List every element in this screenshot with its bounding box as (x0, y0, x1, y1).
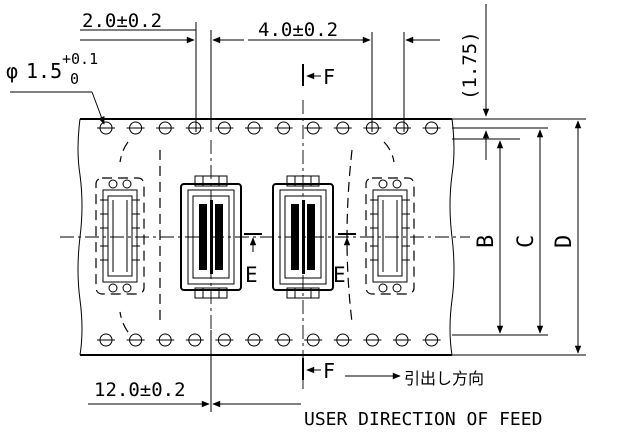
dim-hole-diameter (10, 91, 105, 125)
hole-dia-tol-upper: +0.1 (62, 50, 98, 68)
section-e-left-label: E (245, 263, 258, 287)
section-e-left-mark (244, 233, 262, 252)
feed-direction-japanese: 引出し方向 (404, 369, 484, 388)
section-f-bottom-mark (302, 358, 401, 380)
pocket-outline-left-2 (119, 141, 129, 163)
section-f-top-mark (302, 64, 321, 86)
hole-dia-value: 1.5 (26, 59, 62, 83)
dim-pitch-small (80, 22, 244, 132)
dim-width-b-label: B (474, 235, 499, 248)
section-f-top-label: F (323, 65, 335, 89)
section-f-bottom-label: F (323, 359, 335, 383)
hole-dia-tol-lower: 0 (70, 70, 79, 88)
dim-width-c-label: C (514, 235, 539, 248)
pocket-outline-left-3 (119, 311, 129, 333)
dim-component-pitch (88, 330, 301, 412)
hole-dia-symbol: φ (6, 59, 18, 83)
sprocket-holes-bottom (97, 333, 441, 347)
sprocket-holes-top (97, 121, 441, 135)
dim-pitch-small-label: 2.0±0.2 (82, 10, 162, 32)
partial-connector-left (95, 177, 145, 295)
pocket-outline-right-2 (383, 141, 395, 163)
dim-pitch-large (248, 32, 440, 132)
partial-connector-right (365, 177, 415, 295)
dim-component-pitch-label: 12.0±0.2 (94, 379, 186, 401)
feed-direction-english: USER DIRECTION OF FEED (304, 409, 542, 430)
section-e-right-label: E (333, 263, 346, 287)
pocket-outline-right (346, 149, 353, 323)
dim-width-b (452, 140, 512, 336)
dim-edge-offset-label: (1.75) (459, 31, 481, 100)
dim-width-c (500, 127, 548, 336)
dim-width-d-label: D (552, 235, 577, 248)
section-e-right-mark (338, 233, 356, 252)
dim-pitch-large-label: 4.0±0.2 (258, 19, 338, 41)
dim-width-d (452, 118, 586, 356)
